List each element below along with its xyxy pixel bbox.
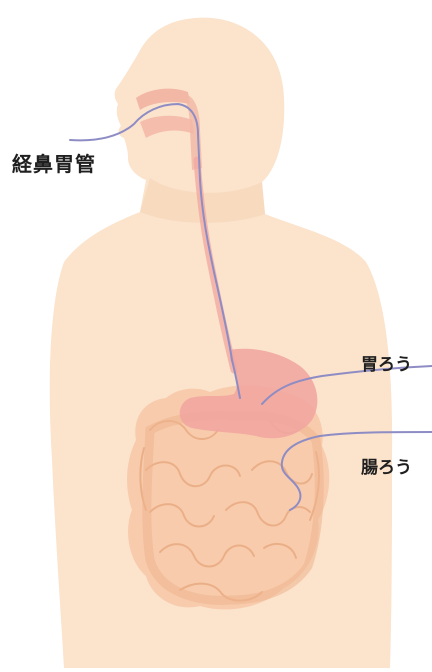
label-gastrostomy: 胃ろう xyxy=(361,357,412,374)
label-enterostomy: 腸ろう xyxy=(361,460,412,477)
label-nasogastric-tube: 経鼻胃管 xyxy=(12,154,96,174)
